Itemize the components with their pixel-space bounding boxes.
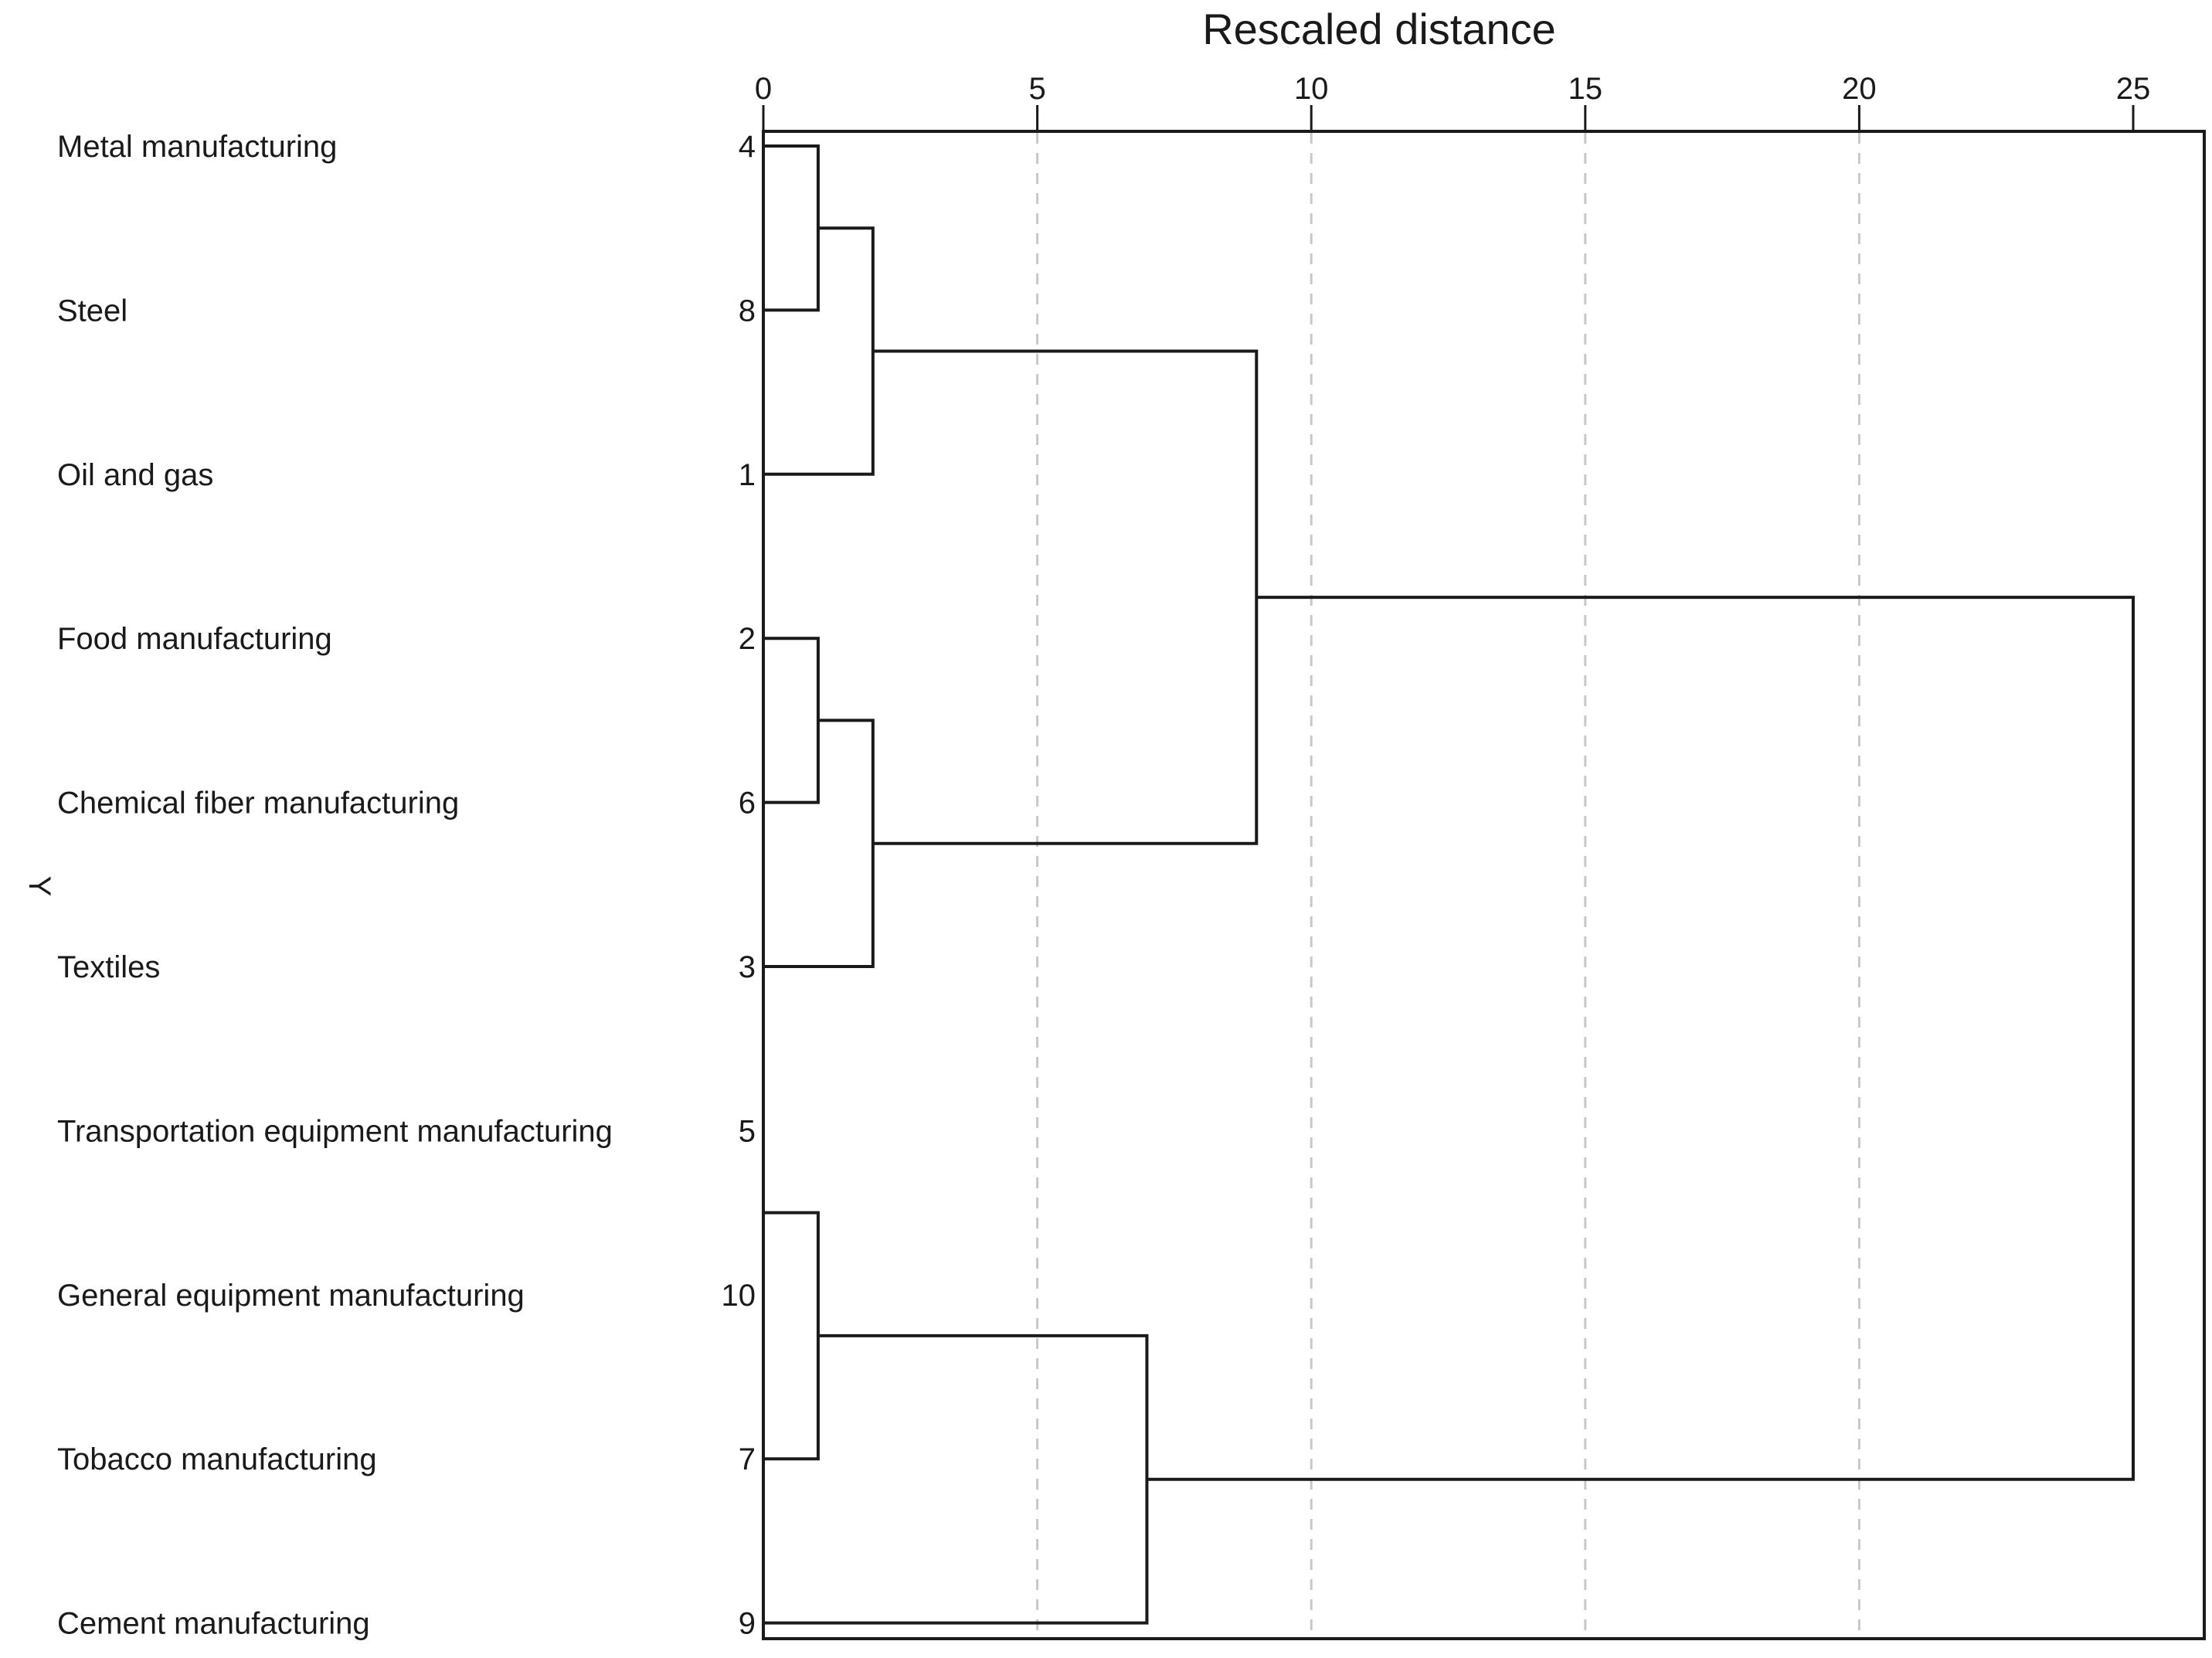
dendrogram-link-0 [763,144,820,312]
leaf-name: General equipment manufacturing [57,1279,525,1313]
x-tick-label-10: 10 [1294,72,1329,106]
leaf-id: 6 [739,787,756,821]
leaf-id: 5 [739,1114,756,1148]
dendrogram-link-4 [872,349,1259,845]
y-axis-title: Y [22,876,56,897]
x-tick-label-20: 20 [1842,72,1877,106]
x-tick-label-15: 15 [1568,72,1603,106]
leaf-name: Textiles [57,950,160,984]
grid-lines [1036,133,1860,1637]
leaf-id: 1 [739,458,756,492]
leaf-name: Cement manufacturing [57,1607,370,1641]
leaf-name: Food manufacturing [57,622,332,656]
dendrogram-link-8 [1147,596,2135,1481]
dendrogram-link-7 [763,1334,1149,1625]
dendrogram-link-2 [763,637,820,804]
leaf-id: 7 [739,1442,756,1476]
leaf-name: Tobacco manufacturing [57,1442,377,1476]
dendrogram-links [762,144,2135,1625]
leaf-id: 9 [739,1607,756,1641]
leaf-name: Steel [57,294,127,328]
x-tick-label-25: 25 [2116,72,2151,106]
leaf-id: 2 [739,622,756,656]
leaf-id: 3 [739,950,756,984]
x-tick-label-0: 0 [755,72,772,106]
x-axis-title: Rescaled distance [1202,5,1556,53]
x-axis-ticks: 0 5 10 15 20 25 [755,72,2150,131]
leaf-name: Transportation equipment manufacturing [57,1114,613,1148]
leaf-name: Oil and gas [57,458,213,492]
leaf-id: 4 [739,130,756,164]
x-tick-label-5: 5 [1028,72,1045,106]
dendrogram-link-6 [763,1211,820,1461]
plot-frame [762,130,2206,1640]
leaf-name: Metal manufacturing [57,130,337,164]
leaf-name: Chemical fiber manufacturing [57,787,459,821]
leaf-id: 10 [722,1279,756,1313]
leaf-id: 8 [739,294,756,328]
